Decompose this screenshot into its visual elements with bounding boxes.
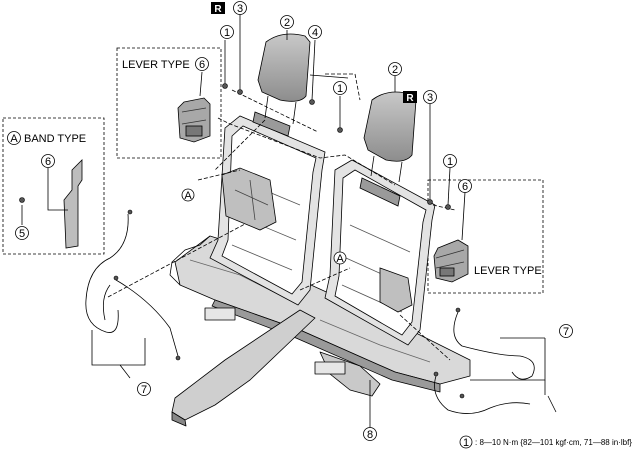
callout-3-right: 3	[423, 90, 437, 104]
svg-text:1: 1	[447, 156, 453, 168]
callout-2-right: 2	[388, 62, 402, 76]
headrest-left	[257, 33, 311, 125]
svg-text:3: 3	[237, 3, 243, 15]
svg-text:5: 5	[19, 228, 25, 240]
callout-6-band: 6	[41, 154, 55, 168]
svg-text:1: 1	[337, 83, 343, 95]
svg-text:2: 2	[392, 64, 398, 76]
callout-6-right: 6	[458, 179, 472, 193]
lever-unit-right	[433, 239, 469, 283]
callout-7-left: 7	[137, 382, 151, 396]
svg-text:1: 1	[463, 437, 469, 449]
callout-1-middle: 1	[333, 81, 347, 95]
callout-8: 8	[363, 427, 377, 441]
torque-note: 1 : 8—10 N·m {82—101 kgf·cm, 71—88 in·lb…	[459, 435, 632, 449]
svg-text:4: 4	[312, 27, 318, 39]
lever-type-label-left: LEVER TYPE	[122, 59, 190, 71]
svg-text:2: 2	[284, 17, 290, 29]
reuse-mark-right: R	[403, 91, 417, 104]
svg-text:1: 1	[224, 27, 230, 39]
seatback-frame-left	[209, 111, 326, 306]
svg-text:R: R	[214, 4, 222, 15]
callout-7-right: 7	[559, 324, 573, 338]
svg-text:6: 6	[199, 59, 205, 71]
reuse-mark-left: R	[211, 2, 225, 15]
callout-1-top-left: 1	[220, 25, 234, 39]
detail-a-marker-2: A	[333, 251, 347, 265]
headrest-right	[363, 91, 417, 183]
lever-type-box-left	[116, 47, 222, 159]
svg-text:: 8—10 N·m {82—101 kgf·cm, 71—: : 8—10 N·m {82—101 kgf·cm, 71—88 in·lbf}	[475, 438, 632, 447]
cable-left	[85, 213, 179, 357]
callout-3-left: 3	[233, 1, 247, 15]
seatback-frame-right	[324, 159, 436, 346]
lever-type-box-right	[427, 179, 544, 294]
svg-text:6: 6	[462, 181, 468, 193]
callout-4: 4	[308, 25, 322, 39]
lever-type-label-right: LEVER TYPE	[474, 265, 542, 277]
svg-text:7: 7	[563, 326, 569, 338]
callout-2-left: 2	[280, 15, 294, 29]
svg-text:A: A	[10, 133, 18, 145]
cable-right	[434, 311, 557, 414]
band-type-box	[2, 117, 105, 255]
svg-text:7: 7	[141, 384, 147, 396]
callout-leaders	[21, 13, 546, 428]
svg-text:6: 6	[45, 156, 51, 168]
fasteners	[19, 83, 465, 399]
callout-1-right: 1	[443, 154, 457, 168]
svg-text:3: 3	[427, 92, 433, 104]
dashed-leaders	[107, 73, 456, 361]
svg-text:R: R	[406, 93, 414, 104]
band-type-label: BAND TYPE	[24, 133, 86, 145]
lever-unit-left	[177, 97, 211, 143]
svg-text:A: A	[184, 190, 192, 202]
svg-text:A: A	[336, 253, 344, 265]
detail-a-marker-1: A	[181, 188, 195, 202]
svg-text:8: 8	[367, 429, 373, 441]
callout-a-band: A	[7, 131, 21, 145]
callout-5: 5	[15, 226, 29, 240]
band-strap	[63, 159, 83, 249]
callout-6-left: 6	[195, 57, 209, 71]
